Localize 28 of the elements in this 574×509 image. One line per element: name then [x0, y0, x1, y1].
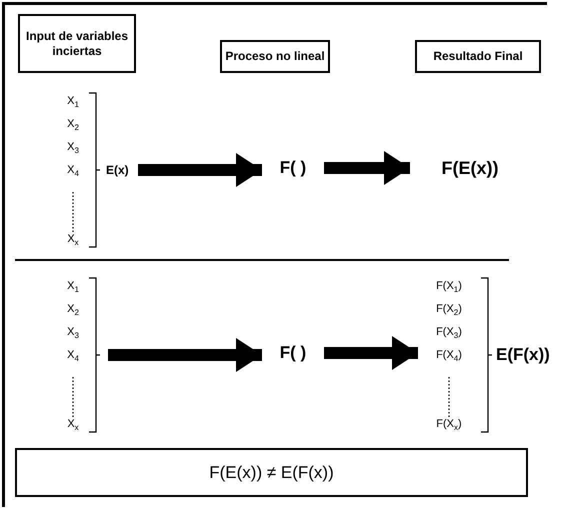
expectation-text: E(x): [106, 163, 129, 177]
variable-text: F(X$_{3}$): [435, 325, 463, 342]
expectation-text: E(F(x)): [496, 345, 550, 365]
formula-text: F(E(x)): [410, 152, 530, 184]
variable-text: X$_{x}$: [66, 417, 80, 434]
block-arrow: [138, 153, 262, 187]
variable-text: F(X$_{4}$): [435, 348, 463, 366]
variable-text: F(X$_{x}$): [435, 417, 463, 434]
formula-box: F(E(x)) ≠ E(F(x)): [15, 448, 528, 497]
variable-text: F(X$_{2}$): [435, 302, 463, 320]
header-box: Input de variables inciertas: [18, 14, 136, 73]
block-arrow: [108, 338, 262, 372]
variable-text: X$_{3}$: [66, 140, 80, 158]
variable-text: X$_{4}$: [66, 163, 80, 180]
variable-text: X$_{4}$: [66, 348, 80, 366]
block-arrow: [324, 336, 418, 370]
variable-text: X$_{2}$: [66, 117, 80, 134]
variable-text: F(X$_{1}$): [435, 279, 463, 296]
variable-text: X$_{2}$: [66, 302, 80, 320]
header-box: Proceso no lineal: [220, 40, 330, 73]
formula-text: F( ): [262, 339, 324, 367]
variable-text: X$_{1}$: [66, 279, 80, 296]
formula-text: F( ): [262, 154, 324, 182]
block-arrow: [324, 151, 410, 185]
variable-text: X$_{x}$: [66, 232, 80, 250]
header-box: Resultado Final: [415, 40, 541, 73]
variable-text: X$_{1}$: [66, 94, 80, 112]
variable-text: X$_{3}$: [66, 325, 80, 342]
